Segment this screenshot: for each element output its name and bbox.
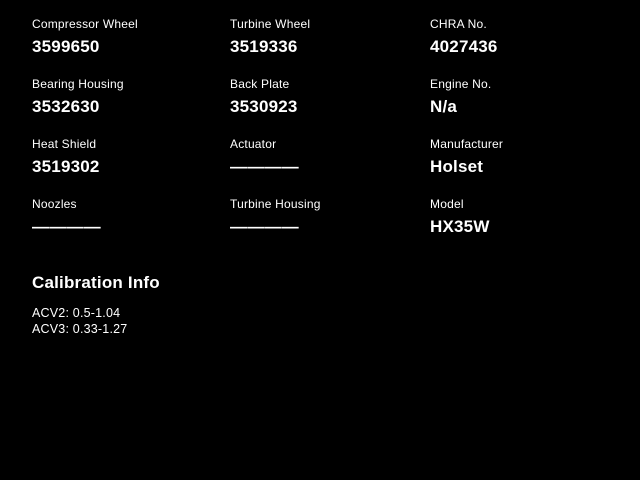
- field-label-turbine-wheel: Turbine Wheel: [230, 17, 311, 31]
- field-label-noozles: Noozles: [32, 197, 77, 211]
- field-label-compressor-wheel: Compressor Wheel: [32, 17, 138, 31]
- field-value-noozles: ————: [32, 217, 101, 236]
- calibration-title: Calibration Info: [32, 273, 160, 292]
- field-label-chra-no: CHRA No.: [430, 17, 487, 31]
- field-label-back-plate: Back Plate: [230, 77, 290, 91]
- field-value-actuator: ————: [230, 157, 299, 176]
- field-turbine-housing: Turbine Housing ————: [230, 197, 430, 257]
- field-compressor-wheel: Compressor Wheel 3599650: [32, 17, 230, 77]
- calibration-acv2: ACV2: 0.5-1.04: [32, 306, 121, 320]
- field-model: Model HX35W: [430, 197, 622, 257]
- field-label-manufacturer: Manufacturer: [430, 137, 504, 151]
- field-label-model: Model: [430, 197, 464, 211]
- field-chra-no: CHRA No. 4027436: [430, 17, 622, 77]
- field-bearing-housing: Bearing Housing 3532630: [32, 77, 230, 137]
- field-back-plate: Back Plate 3530923: [230, 77, 430, 137]
- field-label-turbine-housing: Turbine Housing: [230, 197, 321, 211]
- field-value-engine-no: N/a: [430, 97, 458, 116]
- field-engine-no: Engine No. N/a: [430, 77, 622, 137]
- field-label-engine-no: Engine No.: [430, 77, 492, 91]
- calibration-acv3: ACV3: 0.33-1.27: [32, 322, 128, 336]
- fields-grid: Compressor Wheel 3599650 Turbine Wheel 3…: [32, 17, 622, 257]
- field-value-manufacturer: Holset: [430, 157, 484, 176]
- field-label-bearing-housing: Bearing Housing: [32, 77, 124, 91]
- field-label-actuator: Actuator: [230, 137, 277, 151]
- field-heat-shield: Heat Shield 3519302: [32, 137, 230, 197]
- field-manufacturer: Manufacturer Holset: [430, 137, 622, 197]
- field-value-turbine-housing: ————: [230, 217, 299, 236]
- field-turbine-wheel: Turbine Wheel 3519336: [230, 17, 430, 77]
- calibration-section: Calibration Info ACV2: 0.5-1.04 ACV3: 0.…: [32, 272, 160, 337]
- field-value-turbine-wheel: 3519336: [230, 37, 298, 56]
- field-value-compressor-wheel: 3599650: [32, 37, 100, 56]
- field-label-heat-shield: Heat Shield: [32, 137, 97, 151]
- field-value-heat-shield: 3519302: [32, 157, 100, 176]
- field-value-bearing-housing: 3532630: [32, 97, 100, 116]
- field-value-back-plate: 3530923: [230, 97, 298, 116]
- field-value-model: HX35W: [430, 217, 490, 236]
- field-noozles: Noozles ————: [32, 197, 230, 257]
- field-value-chra-no: 4027436: [430, 37, 498, 56]
- field-actuator: Actuator ————: [230, 137, 430, 197]
